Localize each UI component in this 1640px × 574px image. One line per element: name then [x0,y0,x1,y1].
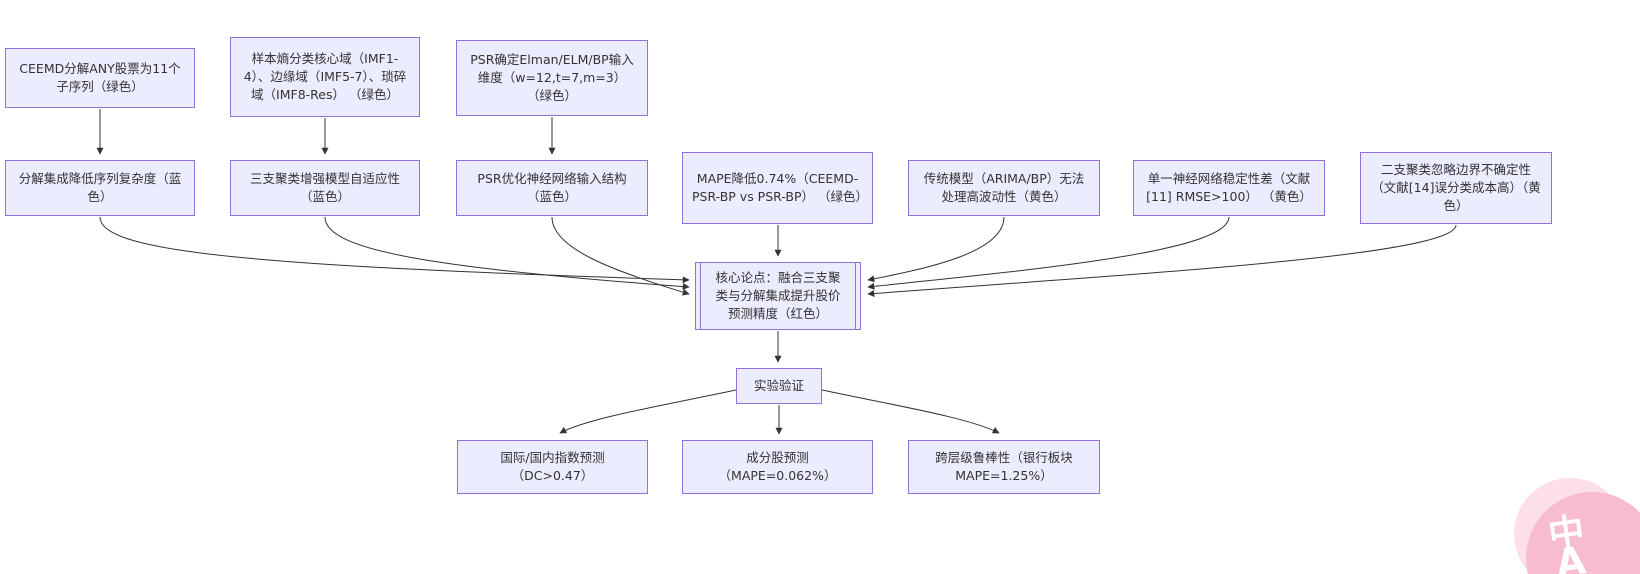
node-robustness-label: 跨层级鲁棒性（银行板块MAPE=1.25%） [935,449,1073,483]
node-decomp: 分解集成降低序列复杂度（蓝色） [5,160,195,216]
edge-traditional-core [867,216,1005,283]
node-single-nn-label: 单一神经网络稳定性差（文献[11] RMSE>100） （黄色） [1146,170,1312,204]
node-psr-opt-label: PSR优化神经网络输入结构（蓝色） [477,170,627,204]
node-psr-opt: PSR优化神经网络输入结构（蓝色） [456,160,648,216]
node-three-way: 三支聚类增强模型自适应性（蓝色） [230,160,420,216]
node-core-thesis-label: 核心论点：融合三支聚类与分解集成提升股价预测精度（红色） [715,269,841,322]
node-psr-dim: PSR确定Elman/ELM/BP输入维度（w=12,t=7,m=3） （绿色） [456,40,648,116]
node-index-pred: 国际/国内指数预测（DC>0.47） [457,440,648,494]
translate-badge-en-glyph: A [1553,538,1589,574]
node-stock-pred: 成分股预测（MAPE=0.062%） [682,440,873,494]
node-three-way-label: 三支聚类增强模型自适应性（蓝色） [249,170,400,204]
edge-experiment-index [559,389,737,434]
node-stock-pred-label: 成分股预测（MAPE=0.062%） [718,449,837,483]
node-entropy: 样本熵分类核心域（IMF1-4）、边缘域（IMF5-7）、琐碎域（IMF8-Re… [230,37,420,117]
node-experiment-label: 实验验证 [753,377,804,393]
node-psr-dim-label: PSR确定Elman/ELM/BP输入维度（w=12,t=7,m=3） （绿色） [470,51,634,104]
translate-badge-button[interactable]: 中 A [1526,492,1640,574]
edge-threeway-core [324,216,690,291]
node-core-thesis: 核心论点：融合三支聚类与分解集成提升股价预测精度（红色） [695,262,861,330]
node-entropy-label: 样本熵分类核心域（IMF1-4）、边缘域（IMF5-7）、琐碎域（IMF8-Re… [243,50,407,103]
node-index-pred-label: 国际/国内指数预测（DC>0.47） [500,449,605,483]
edge-twoway-core [867,224,1457,298]
subroutine-left-line [700,263,701,329]
edge-psropt-core [551,216,690,296]
node-decomp-label: 分解集成降低序列复杂度（蓝色） [18,170,182,204]
node-ceemd: CEEMD分解ANY股票为11个子序列（绿色） [5,48,195,108]
edge-singlenn-core [867,216,1230,290]
node-two-way: 二支聚类忽略边界不确定性（文献[14]误分类成本高）（黄色） [1360,152,1552,224]
subroutine-right-line [855,263,856,329]
node-ceemd-label: CEEMD分解ANY股票为11个子序列（绿色） [19,60,181,94]
edge-experiment-robust [821,389,1000,434]
node-robustness: 跨层级鲁棒性（银行板块MAPE=1.25%） [908,440,1100,494]
edge-decomp-core [99,216,690,284]
node-traditional: 传统模型（ARIMA/BP）无法处理高波动性（黄色） [908,160,1100,216]
node-two-way-label: 二支聚类忽略边界不确定性（文献[14]误分类成本高）（黄色） [1371,161,1541,214]
node-experiment: 实验验证 [736,368,822,404]
node-traditional-label: 传统模型（ARIMA/BP）无法处理高波动性（黄色） [923,170,1085,204]
node-mape-label: MAPE降低0.74%（CEEMD-PSR-BP vs PSR-BP） （绿色） [692,170,868,204]
node-mape: MAPE降低0.74%（CEEMD-PSR-BP vs PSR-BP） （绿色） [682,152,873,224]
node-single-nn: 单一神经网络稳定性差（文献[11] RMSE>100） （黄色） [1133,160,1325,216]
